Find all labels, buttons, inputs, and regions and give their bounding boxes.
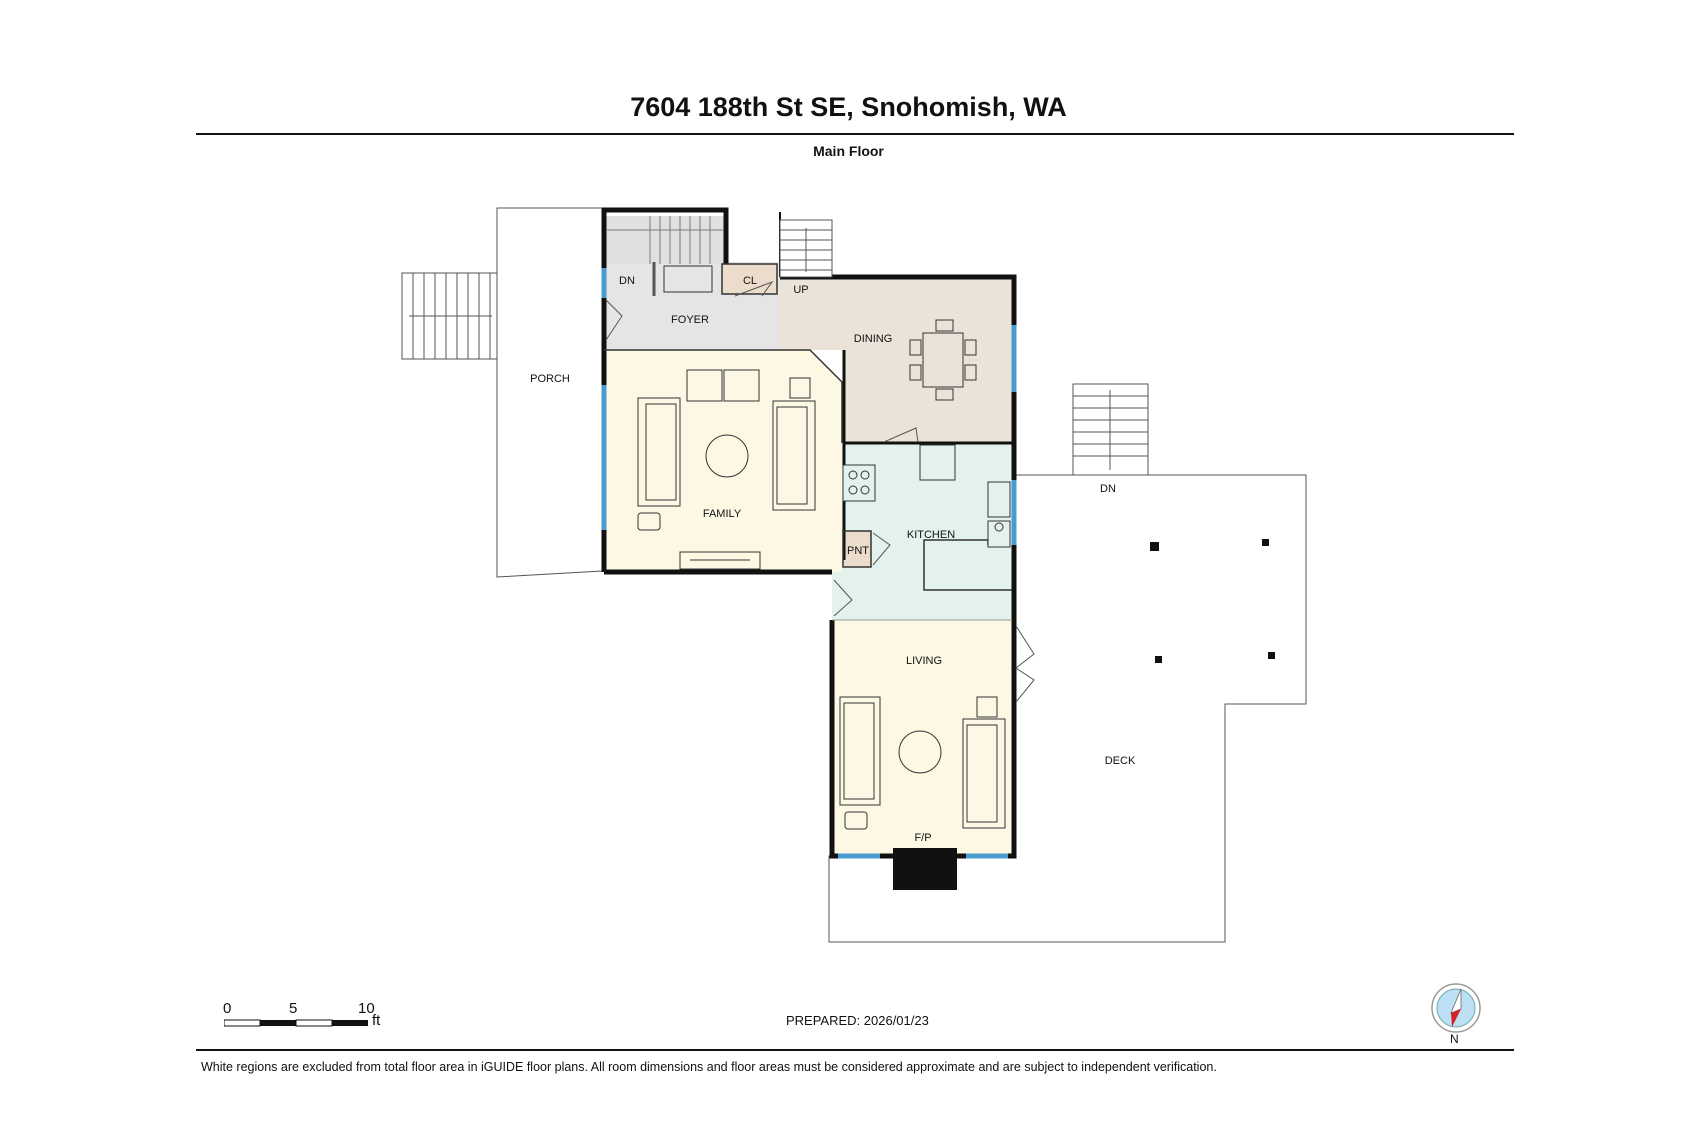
fireplace-label: F/P	[914, 832, 931, 844]
scale-segments	[224, 1019, 368, 1027]
dining-area	[780, 277, 1012, 443]
porch-stairs	[401, 272, 498, 360]
windows	[601, 268, 1017, 859]
deck-label: DECK	[1105, 755, 1136, 767]
dining-stairs	[779, 219, 833, 278]
fireplace	[893, 848, 957, 890]
deck-posts	[1150, 539, 1275, 663]
family-furniture	[637, 369, 816, 570]
deck-stairs-label: DN	[1100, 483, 1116, 495]
floor-label: Main Floor	[813, 143, 884, 159]
porch-label: PORCH	[530, 373, 570, 385]
page-title: 7604 188th St SE, Snohomish, WA	[630, 92, 1067, 122]
kitchen-label: KITCHEN	[907, 529, 955, 541]
scale-unit: ft	[372, 1012, 381, 1029]
kitchen-fixtures	[842, 444, 1011, 548]
doors	[605, 280, 1035, 703]
deck-stairs	[1072, 383, 1149, 476]
stair-area	[606, 216, 724, 264]
closet-label: CL	[743, 275, 757, 287]
living-label: LIVING	[906, 655, 942, 667]
dining-table	[909, 319, 977, 401]
prepared-date: PREPARED: 2026/01/23	[786, 1013, 929, 1028]
foyer-stairs-label: DN	[619, 275, 635, 287]
foyer-stairs	[606, 216, 724, 296]
scale-bar: 0 5 10 ft	[220, 1000, 420, 1040]
title-divider	[196, 133, 1514, 135]
footer-divider	[196, 1049, 1514, 1051]
kitchen-area	[832, 443, 1012, 620]
compass-label: N	[1450, 1032, 1459, 1046]
pantry-label: PNT	[847, 545, 869, 557]
foyer-label: FOYER	[671, 314, 709, 326]
family-label: FAMILY	[703, 508, 742, 520]
living-furniture	[839, 696, 1006, 830]
scale-tick-0: 0	[223, 1000, 232, 1017]
pantry-area	[843, 531, 871, 567]
porch-area	[496, 207, 603, 578]
closet-area	[722, 264, 777, 294]
dining-stairs-label: UP	[793, 284, 808, 296]
disclaimer: White regions are excluded from total fl…	[201, 1060, 1217, 1074]
dining-label: DINING	[854, 333, 893, 345]
compass-icon: N	[1430, 983, 1486, 1046]
scale-tick-10: 10	[358, 1000, 375, 1017]
scale-tick-5: 5	[289, 1000, 298, 1017]
